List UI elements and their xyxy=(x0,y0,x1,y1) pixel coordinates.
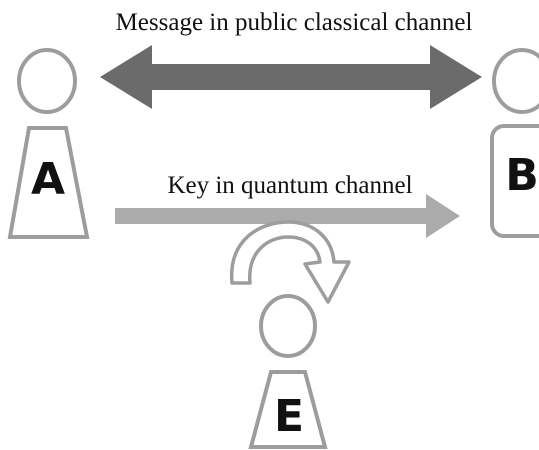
person-e-body xyxy=(248,370,328,449)
person-a: A xyxy=(7,48,90,239)
person-a-head xyxy=(17,48,77,114)
person-e-letter: E xyxy=(274,391,304,442)
interception-arrow xyxy=(230,220,351,304)
quantum-channel-label: Key in quantum channel xyxy=(167,172,412,199)
person-e: E xyxy=(248,294,328,449)
person-b-body xyxy=(490,124,539,238)
person-e-head xyxy=(259,294,317,358)
classical-channel-arrow xyxy=(100,45,482,109)
person-b: B xyxy=(490,48,539,238)
person-a-body xyxy=(7,126,90,239)
person-b-letter: B xyxy=(505,150,539,201)
person-a-letter: A xyxy=(31,154,65,205)
person-b-head xyxy=(492,48,539,114)
classical-channel-label: Message in public classical channel xyxy=(116,9,473,36)
quantum-channel-arrow xyxy=(115,194,460,238)
